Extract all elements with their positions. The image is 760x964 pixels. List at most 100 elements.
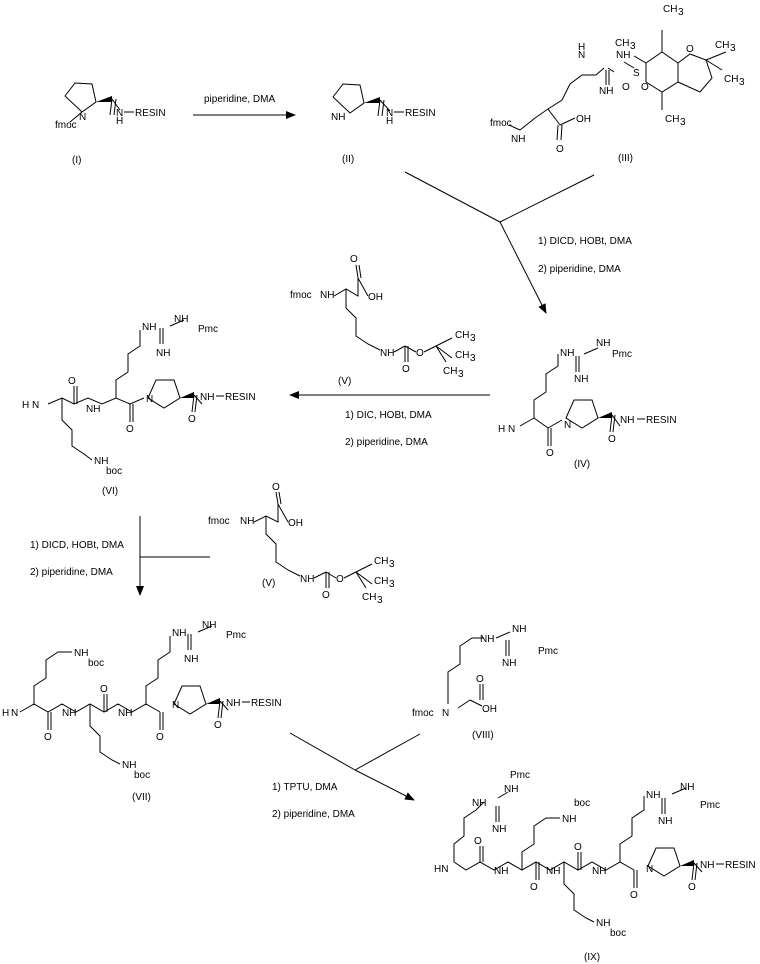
n-label: N — [564, 420, 571, 431]
nh-label: NH — [492, 824, 506, 835]
pyrrolidine-ring — [647, 847, 681, 877]
bond — [220, 700, 224, 719]
compound-id: (IX) — [584, 952, 600, 963]
ch3-sub: 3 — [458, 369, 464, 380]
ch3-label: CH — [455, 330, 469, 341]
lysine-alpha — [253, 502, 289, 523]
bond — [560, 124, 563, 141]
pyrrolidine-ring — [565, 399, 599, 429]
bond — [497, 791, 509, 799]
compound-id: (II) — [342, 154, 354, 165]
resin-label: RESIN — [405, 108, 436, 119]
nh-label: NH — [502, 658, 516, 669]
bond — [457, 699, 471, 709]
bond — [508, 124, 521, 131]
nh-label: NH — [546, 866, 560, 877]
nh-label: NH — [596, 918, 610, 929]
nh-label: NH — [300, 574, 314, 585]
benzene-ring — [645, 51, 679, 93]
stereo-wedge — [206, 698, 220, 704]
ch3-label: CH — [374, 556, 388, 567]
fmoc-label: fmoc — [412, 708, 434, 719]
bond — [607, 67, 615, 73]
bond — [109, 98, 113, 116]
resin-label: RESIN — [225, 392, 256, 403]
o-ring-label: O — [686, 44, 694, 55]
o-label: O — [630, 890, 638, 901]
nh-label: NH — [380, 348, 394, 359]
compound-id: (VII) — [132, 792, 151, 803]
n-label: N — [79, 112, 86, 123]
pmc-label: Pmc — [612, 349, 632, 360]
pmc-label: Pmc — [226, 630, 246, 641]
nh-label-2: NH — [616, 50, 630, 61]
boc-label: boc — [574, 798, 590, 809]
bond — [69, 111, 83, 123]
bond — [194, 394, 198, 413]
o-label: O — [322, 590, 330, 601]
bond — [275, 491, 279, 505]
ch3-sub: 3 — [389, 559, 395, 570]
bond — [393, 345, 406, 353]
h-label: H — [578, 42, 585, 53]
n-label: N — [146, 394, 153, 405]
o-label: O — [402, 364, 410, 375]
arginine-chain — [115, 330, 141, 398]
nh-label: NH — [562, 814, 576, 825]
lysine-chain — [61, 398, 93, 461]
bond — [556, 124, 559, 141]
nh-label: NH — [122, 760, 136, 771]
o-label: O — [416, 348, 424, 359]
step3-reagent-b: 2) piperidine, DMA — [345, 437, 428, 448]
bond — [595, 67, 605, 76]
compound-IX: HN O NH O NH O NH O N O NH RESIN NH NH P… — [434, 770, 756, 963]
ch3-label: CH — [362, 592, 376, 603]
step2-arrow: 1) DICD, HOBt, DMA 2) piperidine, DMA — [404, 171, 632, 314]
merge-line — [289, 732, 356, 771]
bond — [169, 319, 185, 327]
ch3-label: CH — [663, 4, 677, 15]
resin-label: RESIN — [725, 860, 756, 871]
bond — [547, 419, 563, 429]
compound-II: NH N H RESIN (II) — [331, 83, 436, 165]
arginine-chain — [533, 354, 559, 418]
bond — [197, 625, 213, 633]
n-label: N — [646, 864, 653, 875]
bond — [113, 98, 117, 116]
bond — [612, 414, 616, 433]
o-label: O — [556, 144, 564, 155]
arginine-chain — [619, 796, 645, 862]
n-label: N — [11, 708, 18, 719]
o-label: O — [574, 842, 582, 853]
fmoc-label: fmoc — [290, 290, 312, 301]
h-label: H — [386, 116, 393, 127]
bond — [694, 862, 698, 881]
nh-label: NH — [658, 816, 672, 827]
compound-I: fmoc N N H RESIN (I) — [55, 82, 166, 166]
ch3-label: CH — [715, 40, 729, 51]
compound-VII: H N NH NH O O O O N NH RESIN NH boc NH N… — [2, 620, 282, 803]
n-label: N — [578, 50, 585, 61]
bond — [111, 98, 121, 111]
merge-line — [499, 174, 595, 223]
bond — [355, 571, 367, 589]
bond — [495, 631, 511, 639]
step5-reagent-b: 2) piperidine, DMA — [272, 809, 355, 820]
bond — [705, 51, 727, 61]
ch3-sub: 3 — [470, 353, 476, 364]
step3-reagent-a: 1) DIC, HOBt, DMA — [345, 410, 432, 421]
nh-label: NH — [560, 348, 574, 359]
bond — [705, 59, 723, 71]
bond — [533, 417, 549, 429]
fmoc-label: fmoc — [208, 516, 230, 527]
step2-reagent-b: 2) piperidine, DMA — [538, 264, 621, 275]
bond — [219, 700, 229, 711]
bond — [355, 563, 373, 573]
n-label: N — [442, 708, 449, 719]
o-label: O — [476, 674, 484, 685]
n-label: N — [508, 424, 515, 435]
bond — [423, 345, 437, 353]
ch3-label: CH — [665, 114, 679, 125]
chroman-ring — [677, 53, 713, 93]
resin-label: RESIN — [646, 415, 677, 426]
